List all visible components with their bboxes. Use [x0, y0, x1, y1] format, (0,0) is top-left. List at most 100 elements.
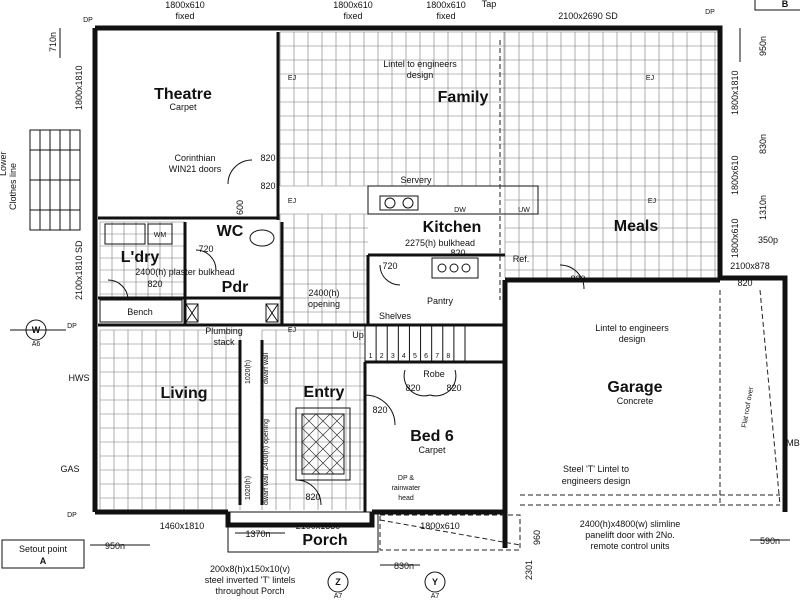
label-ej-5: EJ [288, 327, 296, 334]
window-top-2: 1800x610 [333, 0, 373, 10]
window-right-3: 1800x610 [730, 218, 740, 258]
floor-tile-grids [99, 31, 718, 510]
label-servery: Servery [400, 175, 432, 185]
note-garage-door-1: 2400(h)x4800(w) slimline [580, 519, 681, 529]
room-theatre: Theatre [154, 86, 212, 103]
door-size-12: 820 [450, 248, 465, 258]
note-steel-lintel-1: Steel 'T' Lintel to [563, 464, 629, 474]
dim-2301: 2301 [524, 560, 534, 580]
note-porch-lintels-3: throughout Porch [215, 586, 284, 596]
label-tap: Tap [482, 0, 497, 9]
dim-1310: 1310n [758, 195, 768, 220]
label-dp-4: DP [67, 512, 77, 519]
label-dw: DW [454, 207, 466, 214]
dim-950-bottom: 950n [105, 541, 125, 551]
dim-830-bottom: 830n [394, 561, 414, 571]
svg-text:A7: A7 [334, 593, 343, 600]
note-downpipe-3: head [398, 495, 414, 502]
section-letter-z: Z [335, 577, 341, 587]
note-flat-roof: Flat roof over [741, 386, 755, 428]
window-top-1-type: fixed [175, 11, 194, 21]
clothes-line [29, 129, 81, 231]
note-lintel-family-2: design [407, 70, 434, 80]
door-size-10: 820 [372, 405, 387, 415]
room-porch: Porch [302, 532, 347, 549]
note-porch-lintels-1: 200x8(h)x150x10(v) [210, 564, 290, 574]
room-family: Family [438, 89, 489, 106]
door-size-5: 720 [382, 261, 397, 271]
section-marker-z: Z A7 [327, 571, 349, 600]
room-garage: Garage [607, 379, 662, 396]
stair-number: 7 [435, 353, 439, 360]
dim-950-top: 950n [758, 36, 768, 56]
entry-rug [295, 407, 351, 481]
note-garage-door-3: remote control units [590, 541, 670, 551]
note-lintel-garage-2: design [619, 334, 646, 344]
room-garage-finish: Concrete [617, 396, 654, 406]
room-theatre-finish: Carpet [169, 102, 197, 112]
kitchen-bench [367, 185, 539, 215]
stair-number: 8 [446, 353, 450, 360]
label-ej-3: EJ [288, 198, 296, 205]
note-setout-1: Setout point [19, 544, 68, 554]
dim-lower: Lower [0, 151, 8, 176]
note-h1020-a: 1020(h) [245, 360, 252, 384]
note-porch-lintels-2: steel inverted 'T' lintels [205, 575, 296, 585]
room-wc: WC [217, 223, 244, 240]
room-laundry: L'dry [121, 249, 160, 266]
door-size-9: 820 [446, 383, 461, 393]
door-size-13: 600 [235, 200, 245, 215]
section-letter-y: Y [432, 577, 438, 587]
room-kitchen: Kitchen [423, 219, 482, 236]
note-bulkhead-laundry: 2400(h) plaster bulkhead [135, 267, 235, 277]
note-downpipe-2: rainwater [392, 485, 421, 492]
section-letter-b: B [782, 0, 789, 9]
note-h1020-b: 1020(h) [245, 476, 252, 500]
stair-number: 6 [424, 353, 428, 360]
section-marker-b: B [754, 0, 800, 11]
room-entry: Entry [304, 384, 345, 401]
stair-number: 3 [391, 353, 395, 360]
cooktop [431, 257, 479, 279]
window-top-sd: 2100x2690 SD [558, 11, 618, 21]
label-dp-1: DP [83, 17, 93, 24]
note-opening-side: 2400(h) opening [263, 419, 270, 470]
door-size-11: 820 [305, 492, 320, 502]
window-left-top: 1800x1810 [74, 65, 84, 110]
label-robe: Robe [423, 369, 445, 379]
note-corinthian-1: Corinthian [174, 153, 215, 163]
note-garage-door-2: panelift door with 2No. [585, 530, 675, 540]
stair-number: 5 [413, 353, 417, 360]
note-plumbing-2: stack [213, 337, 235, 347]
door-size-1: 820 [260, 153, 275, 163]
label-gas: GAS [60, 464, 79, 474]
dim-590: 590n [760, 536, 780, 546]
label-dp-2: DP [705, 9, 715, 16]
door-size-6: 820 [570, 274, 585, 284]
setout-point-box [1, 539, 85, 569]
label-ej-4: EJ [648, 198, 656, 205]
washing-machine [147, 223, 173, 245]
label-uw: UW [518, 207, 530, 214]
dim-710: 710n [48, 32, 58, 52]
room-meals: Meals [614, 218, 659, 235]
label-ej-1: EJ [288, 75, 296, 82]
dimension-lines [59, 28, 790, 566]
laundry-tub [104, 223, 146, 245]
window-top-2-type: fixed [343, 11, 362, 21]
dim-350: 350p [758, 235, 778, 245]
kitchen-sink [379, 195, 419, 211]
room-bed6-finish: Carpet [418, 445, 446, 455]
window-top-1: 1800x610 [165, 0, 205, 10]
window-top-3-type: fixed [436, 11, 455, 21]
stair-number: 1 [369, 353, 373, 360]
room-bed6: Bed 6 [410, 428, 454, 445]
note-lintel-family-1: Lintel to engineers [383, 59, 457, 69]
door-size-7: 820 [737, 278, 752, 288]
note-opening-1: 2400(h) [308, 288, 339, 298]
bench-top [99, 299, 183, 323]
room-pdr: Pdr [222, 279, 249, 296]
window-left-sd: 2100x1810 SD [74, 240, 84, 300]
label-up: Up [352, 330, 364, 340]
window-right-1: 1800x1810 [730, 70, 740, 115]
